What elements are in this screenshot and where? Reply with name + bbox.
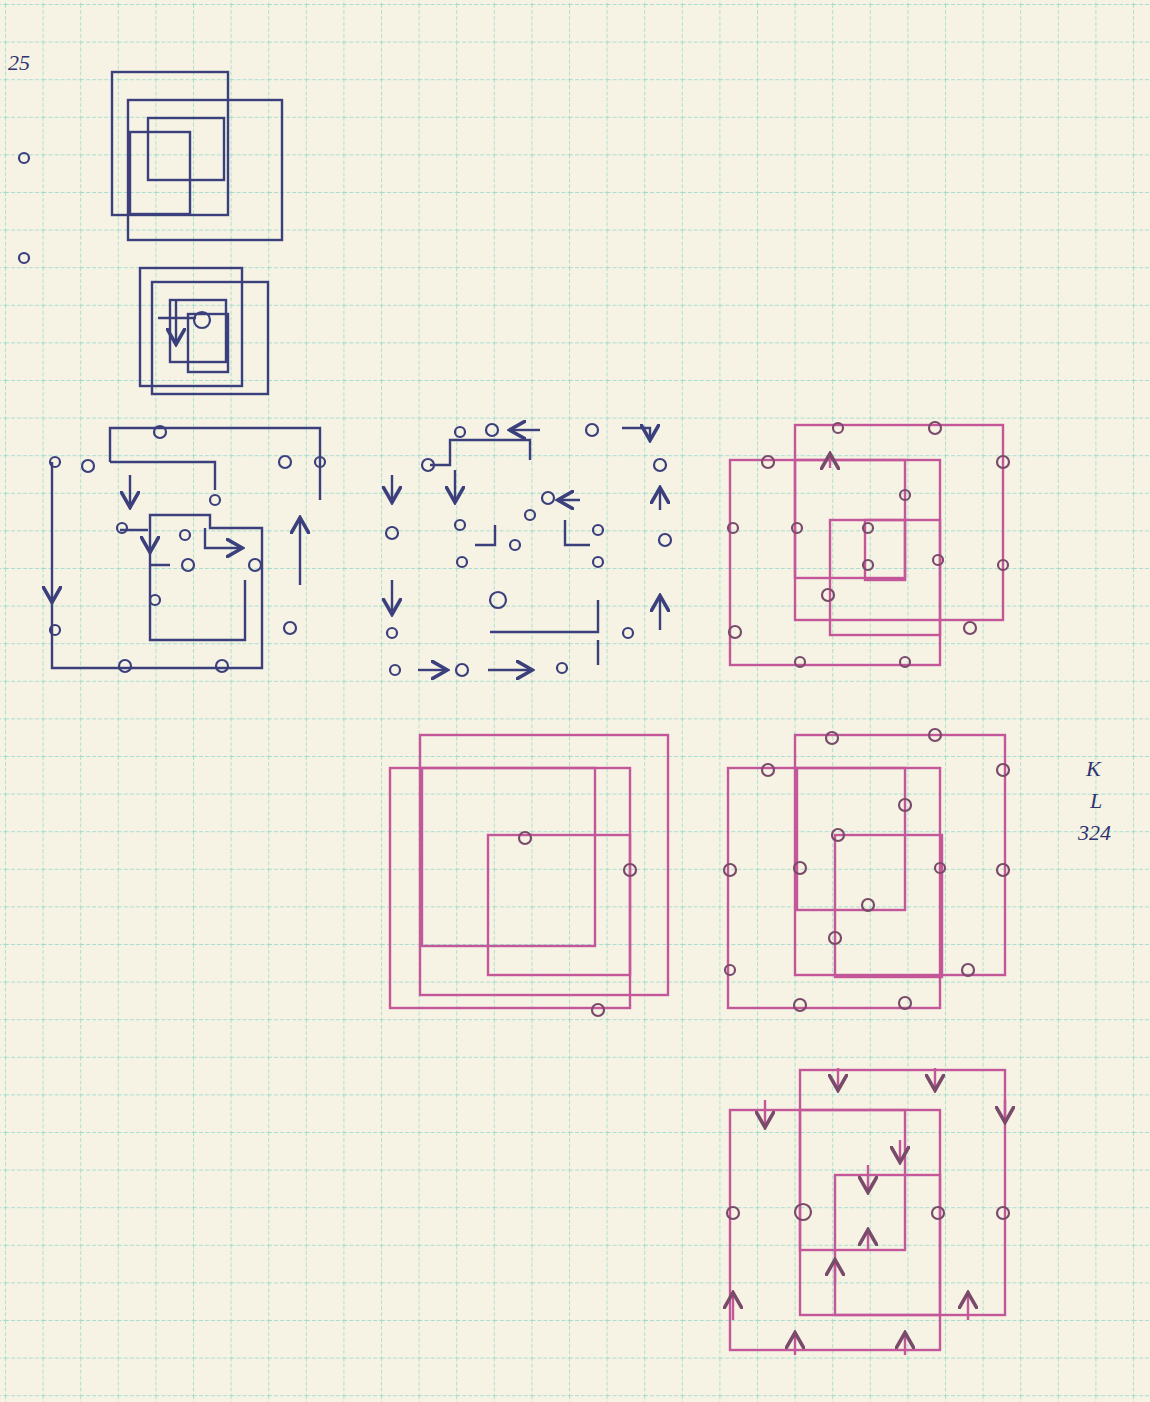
dot bbox=[19, 253, 29, 263]
blue-dot-spiral bbox=[386, 424, 671, 676]
handwritten-note: K bbox=[1086, 758, 1101, 780]
magenta-squares bbox=[728, 422, 1009, 667]
handwritten-note: 25 bbox=[8, 52, 30, 74]
magenta-squares-large bbox=[390, 735, 668, 1016]
blue-squares bbox=[112, 72, 282, 240]
blue-spiral bbox=[50, 426, 325, 672]
magenta-squares-arrows bbox=[727, 1068, 1009, 1355]
dot bbox=[19, 153, 29, 163]
handwritten-note: 324 bbox=[1078, 822, 1111, 844]
magenta-squares-dotted bbox=[724, 729, 1009, 1011]
handwritten-note: L bbox=[1090, 790, 1102, 812]
blue-squares-small bbox=[140, 268, 268, 394]
